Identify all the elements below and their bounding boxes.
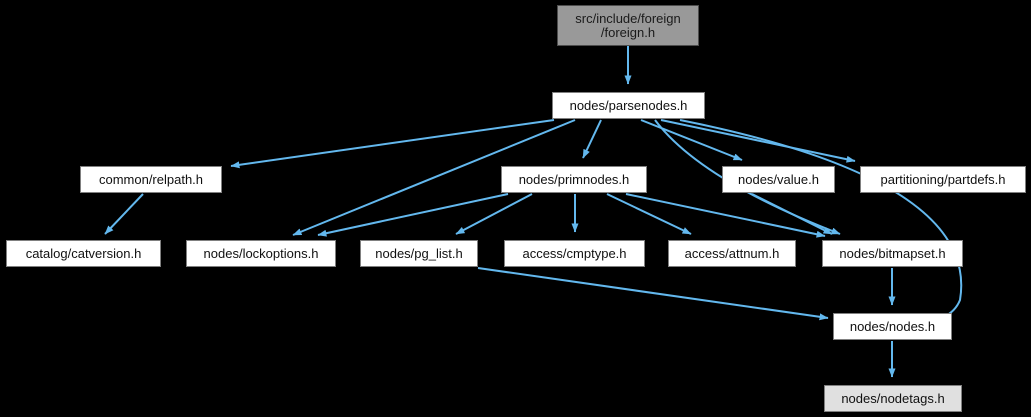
edge-primnodes-to-bitmapset — [625, 193, 826, 238]
node-bitmapset[interactable]: nodes/bitmapset.h — [822, 240, 963, 267]
node-partdefs[interactable]: partitioning/partdefs.h — [860, 166, 1026, 193]
node-nodes[interactable]: nodes/nodes.h — [833, 313, 952, 340]
node-value[interactable]: nodes/value.h — [722, 166, 835, 193]
node-cmptype[interactable]: access/cmptype.h — [504, 240, 645, 267]
node-relpath[interactable]: common/relpath.h — [80, 166, 222, 193]
edge-relpath-to-catversion — [104, 193, 144, 235]
edges-group — [104, 46, 963, 378]
edge-parsenodes-to-partdefs — [660, 119, 856, 163]
edge-value-to-bitmapset — [751, 193, 833, 235]
node-primnodes[interactable]: nodes/primnodes.h — [501, 166, 647, 193]
edge-pg_list-to-nodes — [477, 267, 829, 321]
edge-parsenodes-to-primnodes — [582, 119, 602, 159]
node-attnum[interactable]: access/attnum.h — [668, 240, 796, 267]
edge-parsenodes-to-value — [640, 119, 743, 161]
node-lockoptions[interactable]: nodes/lockoptions.h — [186, 240, 336, 267]
edge-parsenodes-to-relpath — [230, 119, 555, 169]
node-nodetags[interactable]: nodes/nodetags.h — [824, 385, 962, 412]
node-parsenodes[interactable]: nodes/parsenodes.h — [552, 92, 705, 119]
node-catversion[interactable]: catalog/catversion.h — [6, 240, 161, 267]
edge-primnodes-to-lockoptions — [317, 193, 509, 237]
edge-parsenodes-to-lockoptions — [292, 119, 576, 236]
edge-primnodes-to-pg_list — [455, 193, 533, 235]
edge-parsenodes-to-nodes — [679, 119, 963, 327]
node-foreign[interactable]: src/include/foreign /foreign.h — [557, 5, 699, 46]
node-pg_list[interactable]: nodes/pg_list.h — [360, 240, 478, 267]
edge-primnodes-to-attnum — [606, 193, 692, 235]
